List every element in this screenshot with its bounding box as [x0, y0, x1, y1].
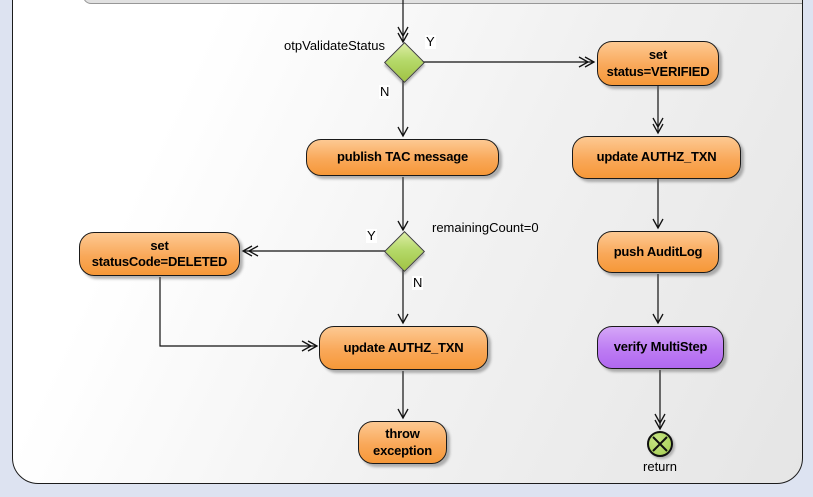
- x-icon: [652, 436, 668, 452]
- action-node-push-auditlog[interactable]: push AuditLog: [597, 231, 719, 273]
- label-decision1: otpValidateStatus: [284, 38, 385, 53]
- action-node-throw-exception[interactable]: throw exception: [358, 421, 447, 464]
- guard-decision2-no: N: [412, 275, 424, 291]
- action-node-set-verified[interactable]: set status=VERIFIED: [597, 41, 719, 86]
- top-panel-edge: [83, 0, 802, 4]
- final-node-return[interactable]: [647, 431, 673, 457]
- action-node-verify-multistep[interactable]: verify MultiStep: [597, 326, 724, 369]
- label-return: return: [643, 459, 677, 474]
- guard-decision1-yes: Y: [425, 34, 436, 50]
- guard-decision2-yes: Y: [366, 228, 377, 244]
- label-decision2: remainingCount=0: [432, 220, 539, 235]
- action-node-publish-tac[interactable]: publish TAC message: [306, 139, 499, 176]
- guard-decision1-no: N: [379, 84, 391, 100]
- action-node-set-deleted[interactable]: set statusCode=DELETED: [79, 232, 240, 276]
- action-node-update-authz-right[interactable]: update AUTHZ_TXN: [572, 136, 741, 179]
- action-node-update-authz-left[interactable]: update AUTHZ_TXN: [319, 326, 488, 370]
